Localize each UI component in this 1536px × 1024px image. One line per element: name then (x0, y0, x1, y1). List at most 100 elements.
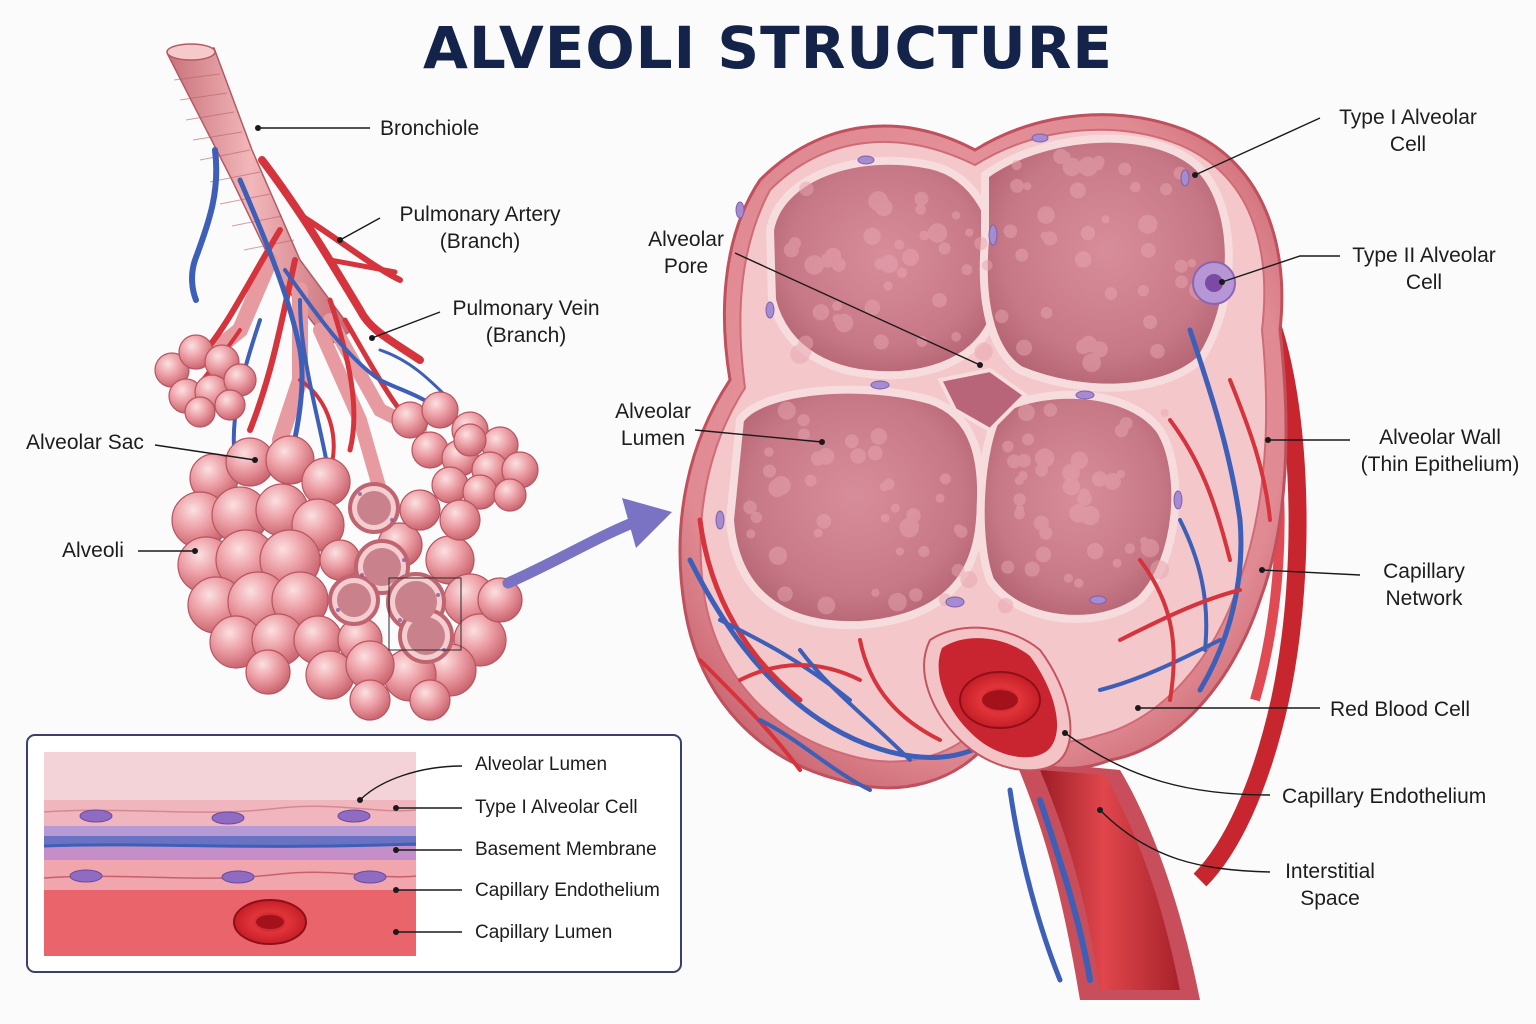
tissue-texture (1018, 471, 1028, 481)
label-line: Space (1300, 887, 1360, 910)
alveolus-ball (409, 679, 451, 721)
tissue-texture (1062, 157, 1082, 177)
tissue-texture (824, 247, 842, 264)
tissue-texture (746, 529, 756, 539)
inset-label-capillary-endothelium: Capillary Endothelium (475, 880, 660, 901)
label-line: Cell (1389, 133, 1427, 156)
tissue-texture (1022, 433, 1034, 446)
tissue-texture (927, 223, 948, 243)
label-pulmonary-artery: Pulmonary Artery (Branch) (380, 201, 580, 255)
tissue-texture (916, 336, 928, 347)
alveolus-ball (184, 396, 216, 428)
tissue-texture (882, 478, 895, 490)
tissue-texture (965, 228, 974, 237)
tissue-texture (919, 230, 930, 241)
tissue-texture (1063, 573, 1073, 583)
tissue-texture (880, 254, 899, 274)
label-line: Pulmonary Artery (399, 203, 561, 226)
label-alveolar-pore: Alveolar Pore (636, 226, 736, 280)
tissue-texture (750, 511, 763, 524)
tissue-texture (1033, 515, 1049, 531)
tissue-texture (812, 304, 830, 321)
label-line: Alveolar (648, 228, 724, 251)
tissue-texture (777, 586, 793, 602)
tissue-texture (1112, 558, 1122, 568)
tissue-texture (810, 451, 826, 466)
label-line: (Branch) (485, 324, 567, 347)
label-line: Type I Alveolar (1339, 106, 1477, 129)
label-type2-cell: Type II Alveolar Cell (1336, 242, 1512, 296)
tissue-texture (863, 227, 881, 245)
inset-label-type1-cell: Type I Alveolar Cell (475, 797, 638, 818)
label-capillary-network: Capillary Network (1364, 558, 1484, 612)
tissue-texture (1124, 543, 1136, 554)
tissue-texture (1011, 159, 1022, 171)
label-line: Alveolar (615, 400, 691, 423)
tissue-texture (1118, 162, 1132, 176)
label-alveoli: Alveoli (62, 539, 124, 562)
tissue-texture (1138, 214, 1158, 234)
tissue-texture (1074, 578, 1084, 588)
tissue-texture (768, 546, 788, 565)
tissue-texture (1001, 560, 1015, 574)
label-alveolar-sac: Alveolar Sac (26, 431, 144, 454)
tissue-texture (894, 239, 905, 250)
tissue-texture (953, 524, 964, 534)
tissue-texture (1040, 231, 1049, 241)
respiratory-membrane-inset (26, 734, 682, 973)
tissue-texture (951, 331, 962, 342)
tissue-texture (1082, 353, 1101, 373)
tissue-texture (932, 292, 947, 308)
alveolus-ball (399, 489, 441, 531)
tissue-texture (1137, 285, 1149, 297)
tissue-texture (1035, 546, 1052, 563)
tissue-texture (883, 281, 893, 291)
tissue-texture (799, 181, 814, 197)
tissue-texture (867, 445, 883, 461)
label-alveolar-wall: Alveolar Wall (Thin Epithelium) (1350, 424, 1530, 478)
tissue-texture (743, 500, 757, 515)
tissue-texture (1130, 181, 1141, 193)
leader-lines (138, 117, 1361, 873)
tissue-texture (832, 301, 842, 311)
tissue-texture (939, 473, 951, 485)
label-line: Interstitial (1285, 860, 1375, 883)
tissue-texture (1143, 315, 1158, 330)
tissue-texture (1017, 404, 1035, 422)
tissue-texture (777, 401, 796, 420)
tissue-texture (870, 428, 888, 445)
tissue-texture (1013, 493, 1026, 506)
tissue-texture (1062, 463, 1080, 482)
tissue-texture (1069, 182, 1086, 199)
tissue-texture (1069, 503, 1088, 523)
tissue-texture (880, 513, 890, 523)
tissue-texture (899, 517, 920, 538)
tissue-texture (1007, 454, 1022, 469)
label-red-blood-cell: Red Blood Cell (1330, 698, 1471, 721)
tissue-texture (915, 204, 926, 215)
tissue-texture (1104, 287, 1118, 300)
tissue-texture (771, 476, 791, 496)
tissue-texture (1040, 306, 1053, 319)
tissue-texture (1074, 251, 1092, 268)
alveolus-ball (431, 466, 469, 504)
tissue-texture (1159, 183, 1173, 196)
tissue-texture (874, 258, 886, 270)
tissue-texture (800, 346, 812, 358)
inset-label-capillary-lumen: Capillary Lumen (475, 922, 613, 943)
label-interstitial-space: Interstitial Space (1270, 858, 1390, 912)
tissue-texture (871, 588, 880, 597)
alveolus-ball (493, 478, 527, 512)
label-bronchiole: Bronchiole (380, 117, 480, 140)
tissue-texture (1160, 408, 1169, 417)
alveolus-ball (301, 457, 351, 507)
tissue-texture (902, 248, 920, 266)
tissue-texture (935, 493, 945, 503)
label-line: Capillary (1383, 560, 1465, 583)
tissue-texture (960, 571, 978, 589)
tissue-texture (938, 242, 951, 255)
tissue-texture (1016, 339, 1033, 356)
tissue-texture (1010, 178, 1024, 193)
alveolus-ball (477, 577, 523, 623)
